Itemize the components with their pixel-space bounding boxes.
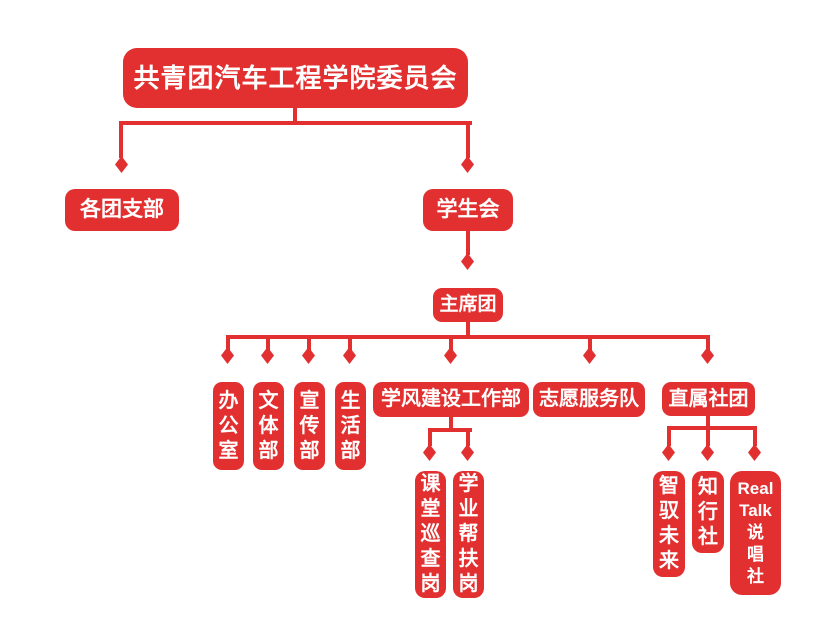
node-volunteer-team: 志愿服务队 [533,382,645,417]
diamond-arrowhead-icon [748,444,761,461]
diamond-arrowhead-icon [343,347,356,364]
node-zhiyu-future-club: 智 驭 未 来 [653,471,685,577]
node-life-dept: 生 活 部 [335,382,366,470]
connector-office-drop [226,335,230,351]
node-culture-sports-dept: 文 体 部 [253,382,284,470]
node-presidium: 主席团 [433,288,503,322]
connector-affiliated-clubs-stub [706,416,710,428]
node-league-branches: 各团支部 [65,189,179,231]
connector-life-drop [348,335,352,351]
node-study-style-dept: 学风建设工作部 [373,382,529,417]
diamond-arrowhead-icon [444,347,457,364]
node-office: 办 公 室 [213,382,244,470]
connector-study-style-stub [449,417,453,430]
connector-league-branches-drop [119,121,123,158]
diamond-arrowhead-icon [461,253,474,270]
diamond-arrowhead-icon [583,347,596,364]
diamond-arrowhead-icon [701,347,714,364]
connector-culture-sports-drop [266,335,270,351]
connector-academic-support-drop [466,428,470,446]
connector-student-union-drop [466,121,470,158]
diamond-arrowhead-icon [662,444,675,461]
connector-study-style-hbar [428,428,472,432]
node-zhixing-club: 知 行 社 [692,471,724,553]
connector-zhiyu-drop [667,426,671,446]
diamond-arrowhead-icon [302,347,315,364]
connector-root-stub [293,106,297,123]
diamond-arrowhead-icon [461,156,474,173]
node-root: 共青团汽车工程学院委员会 [123,48,468,108]
connector-publicity-drop [307,335,311,351]
diamond-arrowhead-icon [701,444,714,461]
connector-volunteer-drop [588,335,592,351]
diamond-arrowhead-icon [461,444,474,461]
diamond-arrowhead-icon [221,347,234,364]
node-class-patrol-post: 课 堂 巡 查 岗 [415,471,446,598]
connector-study-style-drop [449,335,453,351]
node-publicity-dept: 宣 传 部 [294,382,325,470]
node-real-talk-club: Real Talk 说 唱 社 [730,471,781,595]
connector-presidium-drop [466,231,470,255]
connector-level4-hbar [226,335,710,339]
diamond-arrowhead-icon [423,444,436,461]
diamond-arrowhead-icon [115,156,128,173]
connector-zhixing-drop [706,426,710,446]
connector-presidium-stub [466,322,470,337]
diamond-arrowhead-icon [261,347,274,364]
connector-affiliated-clubs-drop [706,335,710,351]
node-academic-support-post: 学 业 帮 扶 岗 [453,471,484,598]
connector-clubs-hbar [667,426,757,430]
node-student-union: 学生会 [423,189,513,231]
connector-level2-hbar [119,121,472,125]
connector-class-patrol-drop [428,428,432,446]
node-affiliated-clubs: 直属社团 [662,382,755,416]
connector-real-talk-drop [753,426,757,446]
